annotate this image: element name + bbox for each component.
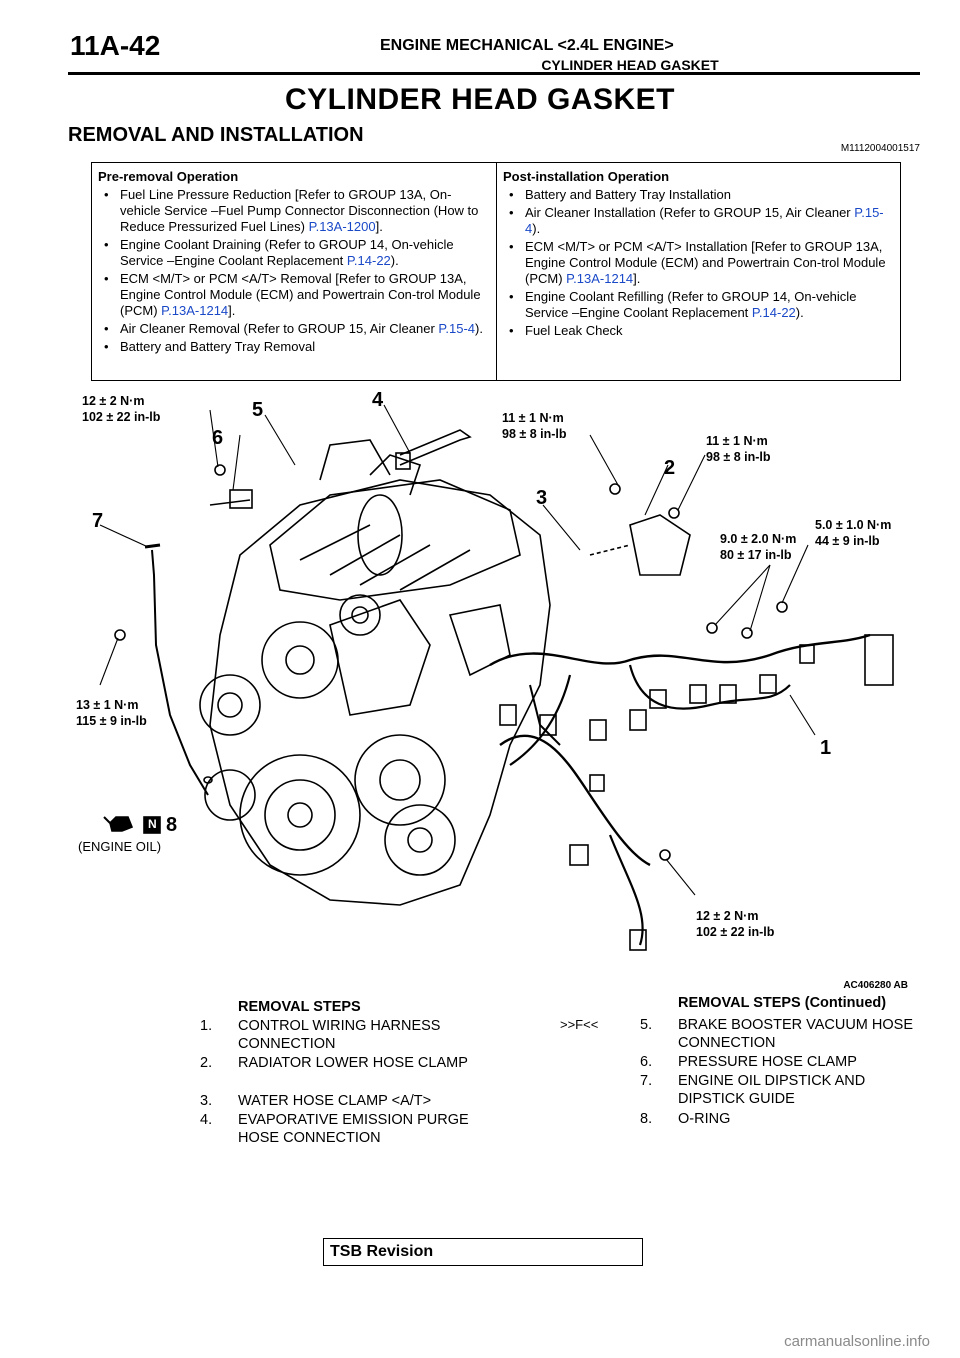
callout-6: 6 (212, 427, 224, 449)
list-item: ECM <M/T> or PCM <A/T> Installation [Ref… (503, 239, 896, 287)
list-item: Air Cleaner Removal (Refer to GROUP 15, … (98, 321, 490, 337)
page-title: CYLINDER HEAD GASKET (284, 83, 676, 116)
engine-illustration (99, 404, 894, 951)
list-item: Battery and Battery Tray Installation (503, 187, 896, 203)
removal-steps-continued: REMOVAL STEPS (Continued) >>F<< 5.BRAKE … (560, 995, 913, 1127)
watermark: carmanualsonline.info (784, 1333, 930, 1350)
list-item: Fuel Leak Check (503, 323, 896, 339)
page-number: 11A-42 (70, 30, 161, 61)
list-item: Engine Coolant Draining (Refer to GROUP … (98, 237, 490, 269)
section-heading: REMOVAL AND INSTALLATION (68, 124, 364, 146)
subsection-title: CYLINDER HEAD GASKET (541, 57, 719, 73)
n-badge-label: N (148, 817, 157, 831)
callout-3: 3 (536, 487, 548, 509)
callout-1: 1 (820, 737, 832, 759)
oil-can-icon (103, 816, 134, 832)
callout-5: 5 (252, 399, 264, 421)
operations-table: Pre-removal Operation Fuel Line Pressure… (91, 162, 901, 381)
callout-8: 8 (166, 814, 178, 836)
pre-removal-list: Fuel Line Pressure Reduction [Refer to G… (98, 187, 490, 355)
procedure-marker: >>F<< (560, 1017, 599, 1032)
removal-steps-heading: REMOVAL STEPS (238, 999, 361, 1015)
pre-removal-heading: Pre-removal Operation (98, 169, 239, 184)
page-reference-link[interactable]: P.13A-1214 (566, 271, 634, 286)
page-reference-link[interactable]: P.15-4 (525, 205, 884, 236)
removal-steps-continued-heading: REMOVAL STEPS (Continued) (678, 995, 887, 1011)
header-rule (68, 72, 920, 75)
page-reference-link[interactable]: P.14-22 (751, 305, 796, 320)
callout-4: 4 (372, 389, 384, 411)
figure-id: AC406280 AB (843, 980, 908, 991)
document-id: M1112004001517 (840, 143, 920, 154)
page-reference-link[interactable]: P.14-22 (346, 253, 391, 268)
page-reference-link[interactable]: P.13A-1200 (308, 219, 376, 234)
list-item: Air Cleaner Installation (Refer to GROUP… (503, 205, 896, 237)
engine-oil-label: (ENGINE OIL) (78, 839, 162, 854)
post-installation-column: Post-installation Operation Battery and … (497, 163, 902, 380)
list-item: Engine Coolant Refilling (Refer to GROUP… (503, 289, 896, 321)
removal-steps: REMOVAL STEPS 1.CONTROL WIRING HARNESS C… (200, 999, 469, 1146)
callout-7: 7 (92, 510, 104, 532)
pre-removal-column: Pre-removal Operation Fuel Line Pressure… (92, 163, 497, 380)
list-item: Battery and Battery Tray Removal (98, 339, 490, 355)
list-item: ECM <M/T> or PCM <A/T> Removal [Refer to… (98, 271, 490, 319)
tsb-revision-box: TSB Revision (323, 1238, 643, 1266)
n-badge (143, 816, 161, 834)
page-reference-link[interactable]: P.15-4 (438, 321, 476, 336)
post-installation-heading: Post-installation Operation (503, 169, 670, 184)
page-reference-link[interactable]: P.13A-1214 (161, 303, 229, 318)
post-installation-list: Battery and Battery Tray Installation Ai… (503, 187, 896, 339)
section-title: ENGINE MECHANICAL <2.4L ENGINE> (380, 37, 674, 54)
list-item: Fuel Line Pressure Reduction [Refer to G… (98, 187, 490, 235)
callout-2: 2 (664, 457, 676, 479)
